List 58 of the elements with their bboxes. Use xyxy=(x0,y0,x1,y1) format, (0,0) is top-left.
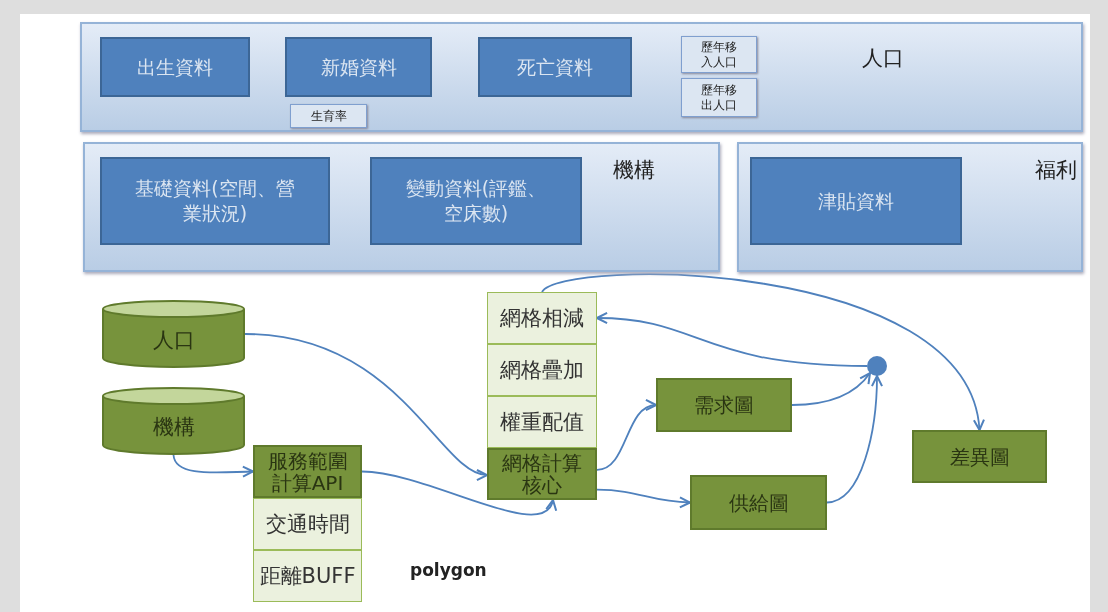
process-box xyxy=(487,396,597,448)
process-box xyxy=(690,475,827,530)
panel-heading: 福利 xyxy=(1035,157,1077,184)
arrow xyxy=(596,400,657,471)
box-label: 生育率 xyxy=(310,108,347,124)
box-label: 出生資料 xyxy=(137,54,213,80)
box-label: 津貼資料 xyxy=(818,188,894,214)
box-label: 距離BUFF xyxy=(259,563,356,590)
box-label: 需求圖 xyxy=(694,394,754,416)
box-label: 供給圖 xyxy=(728,491,789,514)
box-label: 新婚資料 xyxy=(320,54,397,80)
arrow xyxy=(826,375,883,504)
data-box xyxy=(100,37,250,97)
process-box xyxy=(487,344,597,396)
process-box xyxy=(487,448,597,500)
box-label: 基礎資料(空間、營業狀況) xyxy=(134,176,296,226)
process-box xyxy=(253,550,362,602)
box-label: 死亡資料 xyxy=(517,54,593,80)
box-label: 權重配值 xyxy=(500,409,584,436)
data-box xyxy=(681,36,757,73)
junction-dot xyxy=(867,356,887,376)
arrow xyxy=(172,454,254,478)
box-label: 變動資料(評鑑、空床數) xyxy=(404,176,548,226)
data-box xyxy=(750,157,962,245)
arrow xyxy=(596,488,691,509)
note-label: polygon xyxy=(410,560,487,580)
box-label: 網格計算核心 xyxy=(501,452,583,496)
process-box xyxy=(656,378,792,432)
process-box xyxy=(487,292,597,344)
data-box xyxy=(285,37,432,97)
data-box xyxy=(681,78,757,117)
box-label: 差異圖 xyxy=(949,445,1010,468)
box-label: 歷年移出人口 xyxy=(700,83,738,112)
panel-heading: 人口 xyxy=(862,45,904,72)
section-panel xyxy=(80,22,1083,132)
process-box xyxy=(253,445,362,498)
box-label: 機構 xyxy=(152,414,195,441)
arrow xyxy=(361,470,555,516)
process-box xyxy=(253,498,362,550)
data-box xyxy=(100,157,330,245)
database-cylinder xyxy=(102,387,245,455)
box-label: 網格疊加 xyxy=(500,357,584,384)
data-box xyxy=(478,37,632,97)
section-panel xyxy=(83,142,720,272)
panel-heading: 機構 xyxy=(613,157,655,184)
arrow xyxy=(244,333,488,479)
data-box xyxy=(370,157,582,245)
arrow xyxy=(791,372,871,406)
box-label: 服務範圍計算API xyxy=(266,449,349,494)
arrow xyxy=(596,312,868,367)
database-cylinder xyxy=(102,300,245,368)
process-box xyxy=(912,430,1047,483)
data-box xyxy=(290,104,367,128)
box-label: 交通時間 xyxy=(265,511,350,538)
box-label: 網格相減 xyxy=(500,305,584,332)
section-panel xyxy=(737,142,1083,272)
box-label: 歷年移入人口 xyxy=(700,40,738,69)
box-label: 人口 xyxy=(152,327,195,354)
